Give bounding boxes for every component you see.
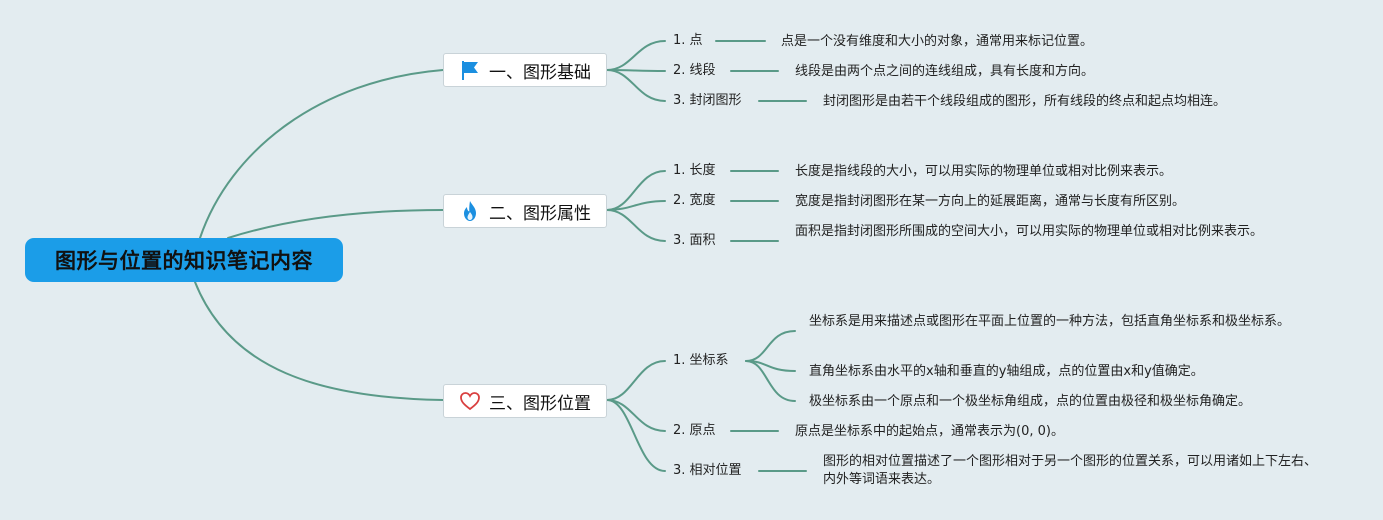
subtopic-width[interactable]: 2. 宽度 xyxy=(673,193,716,208)
note-point[interactable]: 点是一个没有维度和大小的对象，通常用来标记位置。 xyxy=(781,34,1094,49)
branch-graph-basics[interactable]: 一、图形基础 xyxy=(443,53,607,87)
connector-branch-3-sub-1 xyxy=(606,360,666,401)
connector-root-branch-3 xyxy=(194,281,444,401)
note-coordinate-system[interactable]: 坐标系是用来描述点或图形在平面上位置的一种方法，包括直角坐标系和极坐标系。 xyxy=(809,314,1291,329)
subtopic-area[interactable]: 3. 面积 xyxy=(673,233,716,248)
branch-label: 二、图形属性 xyxy=(489,203,591,224)
connector-branch-1-sub-3 xyxy=(606,69,666,102)
branch-graph-properties[interactable]: 二、图形属性 xyxy=(443,194,607,228)
note-length[interactable]: 长度是指线段的大小，可以用实际的物理单位或相对比例来表示。 xyxy=(795,164,1173,179)
connector-branch-2-sub-2 xyxy=(606,200,666,211)
subtopic-closed-shape[interactable]: 3. 封闭图形 xyxy=(673,93,742,108)
subtopic-origin[interactable]: 2. 原点 xyxy=(673,423,716,438)
note-segment[interactable]: 线段是由两个点之间的连线组成，具有长度和方向。 xyxy=(795,64,1095,79)
note-width[interactable]: 宽度是指封闭图形在某一方向上的延展距离，通常与长度有所区别。 xyxy=(795,194,1186,209)
connector-branch-2-sub-1 xyxy=(606,170,666,211)
subtopic-relative-position[interactable]: 3. 相对位置 xyxy=(673,463,742,478)
branch-label: 一、图形基础 xyxy=(489,62,591,83)
note-closed-shape[interactable]: 封闭图形是由若干个线段组成的图形，所有线段的终点和起点均相连。 xyxy=(823,94,1227,109)
subtopic-length[interactable]: 1. 长度 xyxy=(673,163,716,178)
connector-coordinate-note-3 xyxy=(745,360,796,402)
flag-icon xyxy=(459,59,481,81)
connector-branch-2-sub-3 xyxy=(606,209,666,242)
connector-root-branch-1 xyxy=(199,69,444,239)
connector-coordinate-note-1 xyxy=(745,330,796,362)
subtopic-coordinate-system[interactable]: 1. 坐标系 xyxy=(673,353,729,368)
connector-branch-3-sub-2 xyxy=(606,399,666,432)
branch-label: 三、图形位置 xyxy=(489,393,591,414)
connector-branch-1-sub-1 xyxy=(606,40,666,71)
note-origin[interactable]: 原点是坐标系中的起始点，通常表示为(0, 0)。 xyxy=(795,424,1064,439)
note-polar-system[interactable]: 极坐标系由一个原点和一个极坐标角组成，点的位置由极径和极坐标角确定。 xyxy=(809,394,1252,409)
subtopic-point[interactable]: 1. 点 xyxy=(673,33,703,48)
heart-icon xyxy=(459,390,481,412)
subtopic-segment[interactable]: 2. 线段 xyxy=(673,63,716,78)
note-area[interactable]: 面积是指封闭图形所围成的空间大小，可以用实际的物理单位或相对比例来表示。 xyxy=(795,224,1264,239)
root-topic-label: 图形与位置的知识笔记内容 xyxy=(55,249,313,273)
connector-root-branch-2 xyxy=(227,209,444,239)
note-relative-position[interactable]: 图形的相对位置描述了一个图形相对于另一个图形的位置关系，可以用诸如上下左右、内外… xyxy=(823,454,1318,487)
root-topic[interactable]: 图形与位置的知识笔记内容 xyxy=(25,238,343,282)
fire-icon xyxy=(459,200,481,222)
note-cartesian-system[interactable]: 直角坐标系由水平的x轴和垂直的y轴组成，点的位置由x和y值确定。 xyxy=(809,364,1204,379)
connector-branch-3-sub-3 xyxy=(606,399,666,472)
branch-graph-position[interactable]: 三、图形位置 xyxy=(443,384,607,418)
